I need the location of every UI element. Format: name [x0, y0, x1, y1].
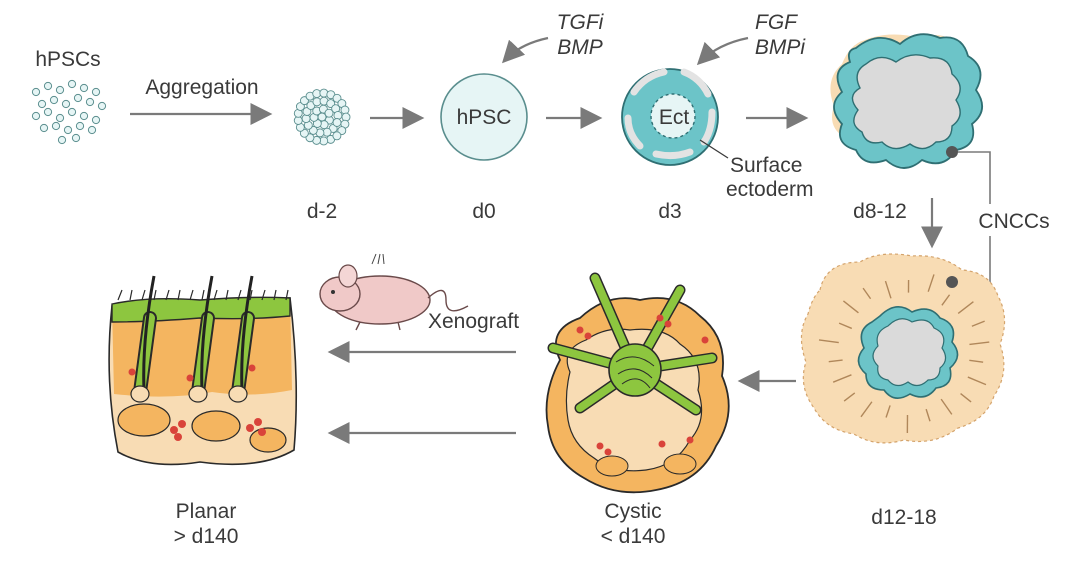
ray: [969, 341, 990, 346]
cell: [55, 85, 65, 95]
cell: [67, 79, 77, 89]
hpsc-sphere-label: hPSC: [457, 106, 512, 129]
scattered-hpsc-cells: [31, 79, 107, 145]
ray: [862, 287, 872, 300]
ray: [838, 322, 853, 330]
cell: [324, 108, 334, 118]
cell: [39, 123, 49, 133]
surface-ectoderm-label-2: ectoderm: [726, 178, 814, 201]
aggregation-label: Aggregation: [145, 76, 258, 99]
cell: [63, 125, 73, 135]
cell: [97, 101, 107, 111]
ray: [843, 392, 856, 402]
cell: [31, 111, 41, 121]
factor-fgf: FGF: [755, 11, 798, 34]
stage-label-d3: d3: [658, 200, 681, 223]
ray: [832, 374, 852, 383]
planar-skin: [108, 275, 298, 466]
ray: [969, 359, 984, 363]
surface-ectoderm-pointer: [699, 139, 729, 159]
ray: [967, 376, 987, 386]
cell: [43, 81, 53, 91]
cell: [37, 99, 47, 109]
ray: [818, 339, 839, 344]
d12-18-organoid: [800, 253, 1006, 444]
cell: [57, 135, 67, 145]
hpscs-label: hPSCs: [35, 48, 100, 71]
stage-label-d0: d0: [472, 200, 495, 223]
cystic-organoid: [545, 272, 730, 494]
cell: [79, 111, 89, 121]
cell: [91, 87, 101, 97]
ray: [927, 274, 935, 292]
stage-label-d12-18: d12-18: [871, 506, 936, 529]
ray: [860, 401, 873, 418]
cnccs-label: CNCCs: [978, 210, 1049, 233]
ray: [971, 320, 985, 327]
cell: [71, 133, 81, 143]
d3-aggregate: [621, 68, 719, 166]
hpsc-sphere: [440, 73, 528, 161]
stage-label-d8-12: d8-12: [853, 200, 907, 223]
cell: [67, 107, 77, 117]
cell: [61, 99, 71, 109]
cell-aggregate: [293, 88, 351, 146]
planar-label: Planar: [176, 500, 237, 523]
cell: [85, 97, 95, 107]
cell: [332, 118, 342, 127]
factor-bmpi: BMPi: [755, 36, 807, 59]
factor-bmp: BMP: [557, 36, 603, 59]
ray: [940, 398, 953, 415]
factor-arrow-d0: [501, 36, 549, 64]
cell: [73, 93, 83, 103]
cystic-time-label: < d140: [601, 525, 666, 548]
ray: [828, 359, 843, 363]
ray: [925, 408, 931, 422]
cystic-label: Cystic: [604, 500, 661, 523]
ray: [957, 301, 974, 314]
planar-time-label: > d140: [174, 525, 239, 548]
cell: [79, 83, 89, 93]
cell: [49, 95, 59, 105]
cell: [51, 121, 61, 131]
cell: [43, 107, 53, 117]
ray: [884, 280, 892, 299]
ray: [885, 405, 891, 418]
ray: [941, 294, 951, 306]
cell: [87, 125, 97, 135]
cell: [75, 121, 85, 131]
xenograft-label: Xenograft: [428, 310, 519, 333]
stage-label-d-2: d-2: [307, 200, 337, 223]
factor-tgfi: TGFi: [557, 11, 605, 34]
cell: [55, 113, 65, 123]
cell: [91, 115, 101, 125]
mouse-illustration: [319, 253, 469, 331]
surface-ectoderm-label-1: Surface: [730, 154, 802, 177]
factor-arrow-d3: [696, 36, 749, 66]
d8-12-organoid: [830, 33, 983, 169]
cell: [31, 87, 41, 97]
ray: [842, 300, 859, 314]
cell: [332, 131, 342, 141]
ray: [960, 393, 972, 403]
ect-label: Ect: [659, 106, 690, 129]
